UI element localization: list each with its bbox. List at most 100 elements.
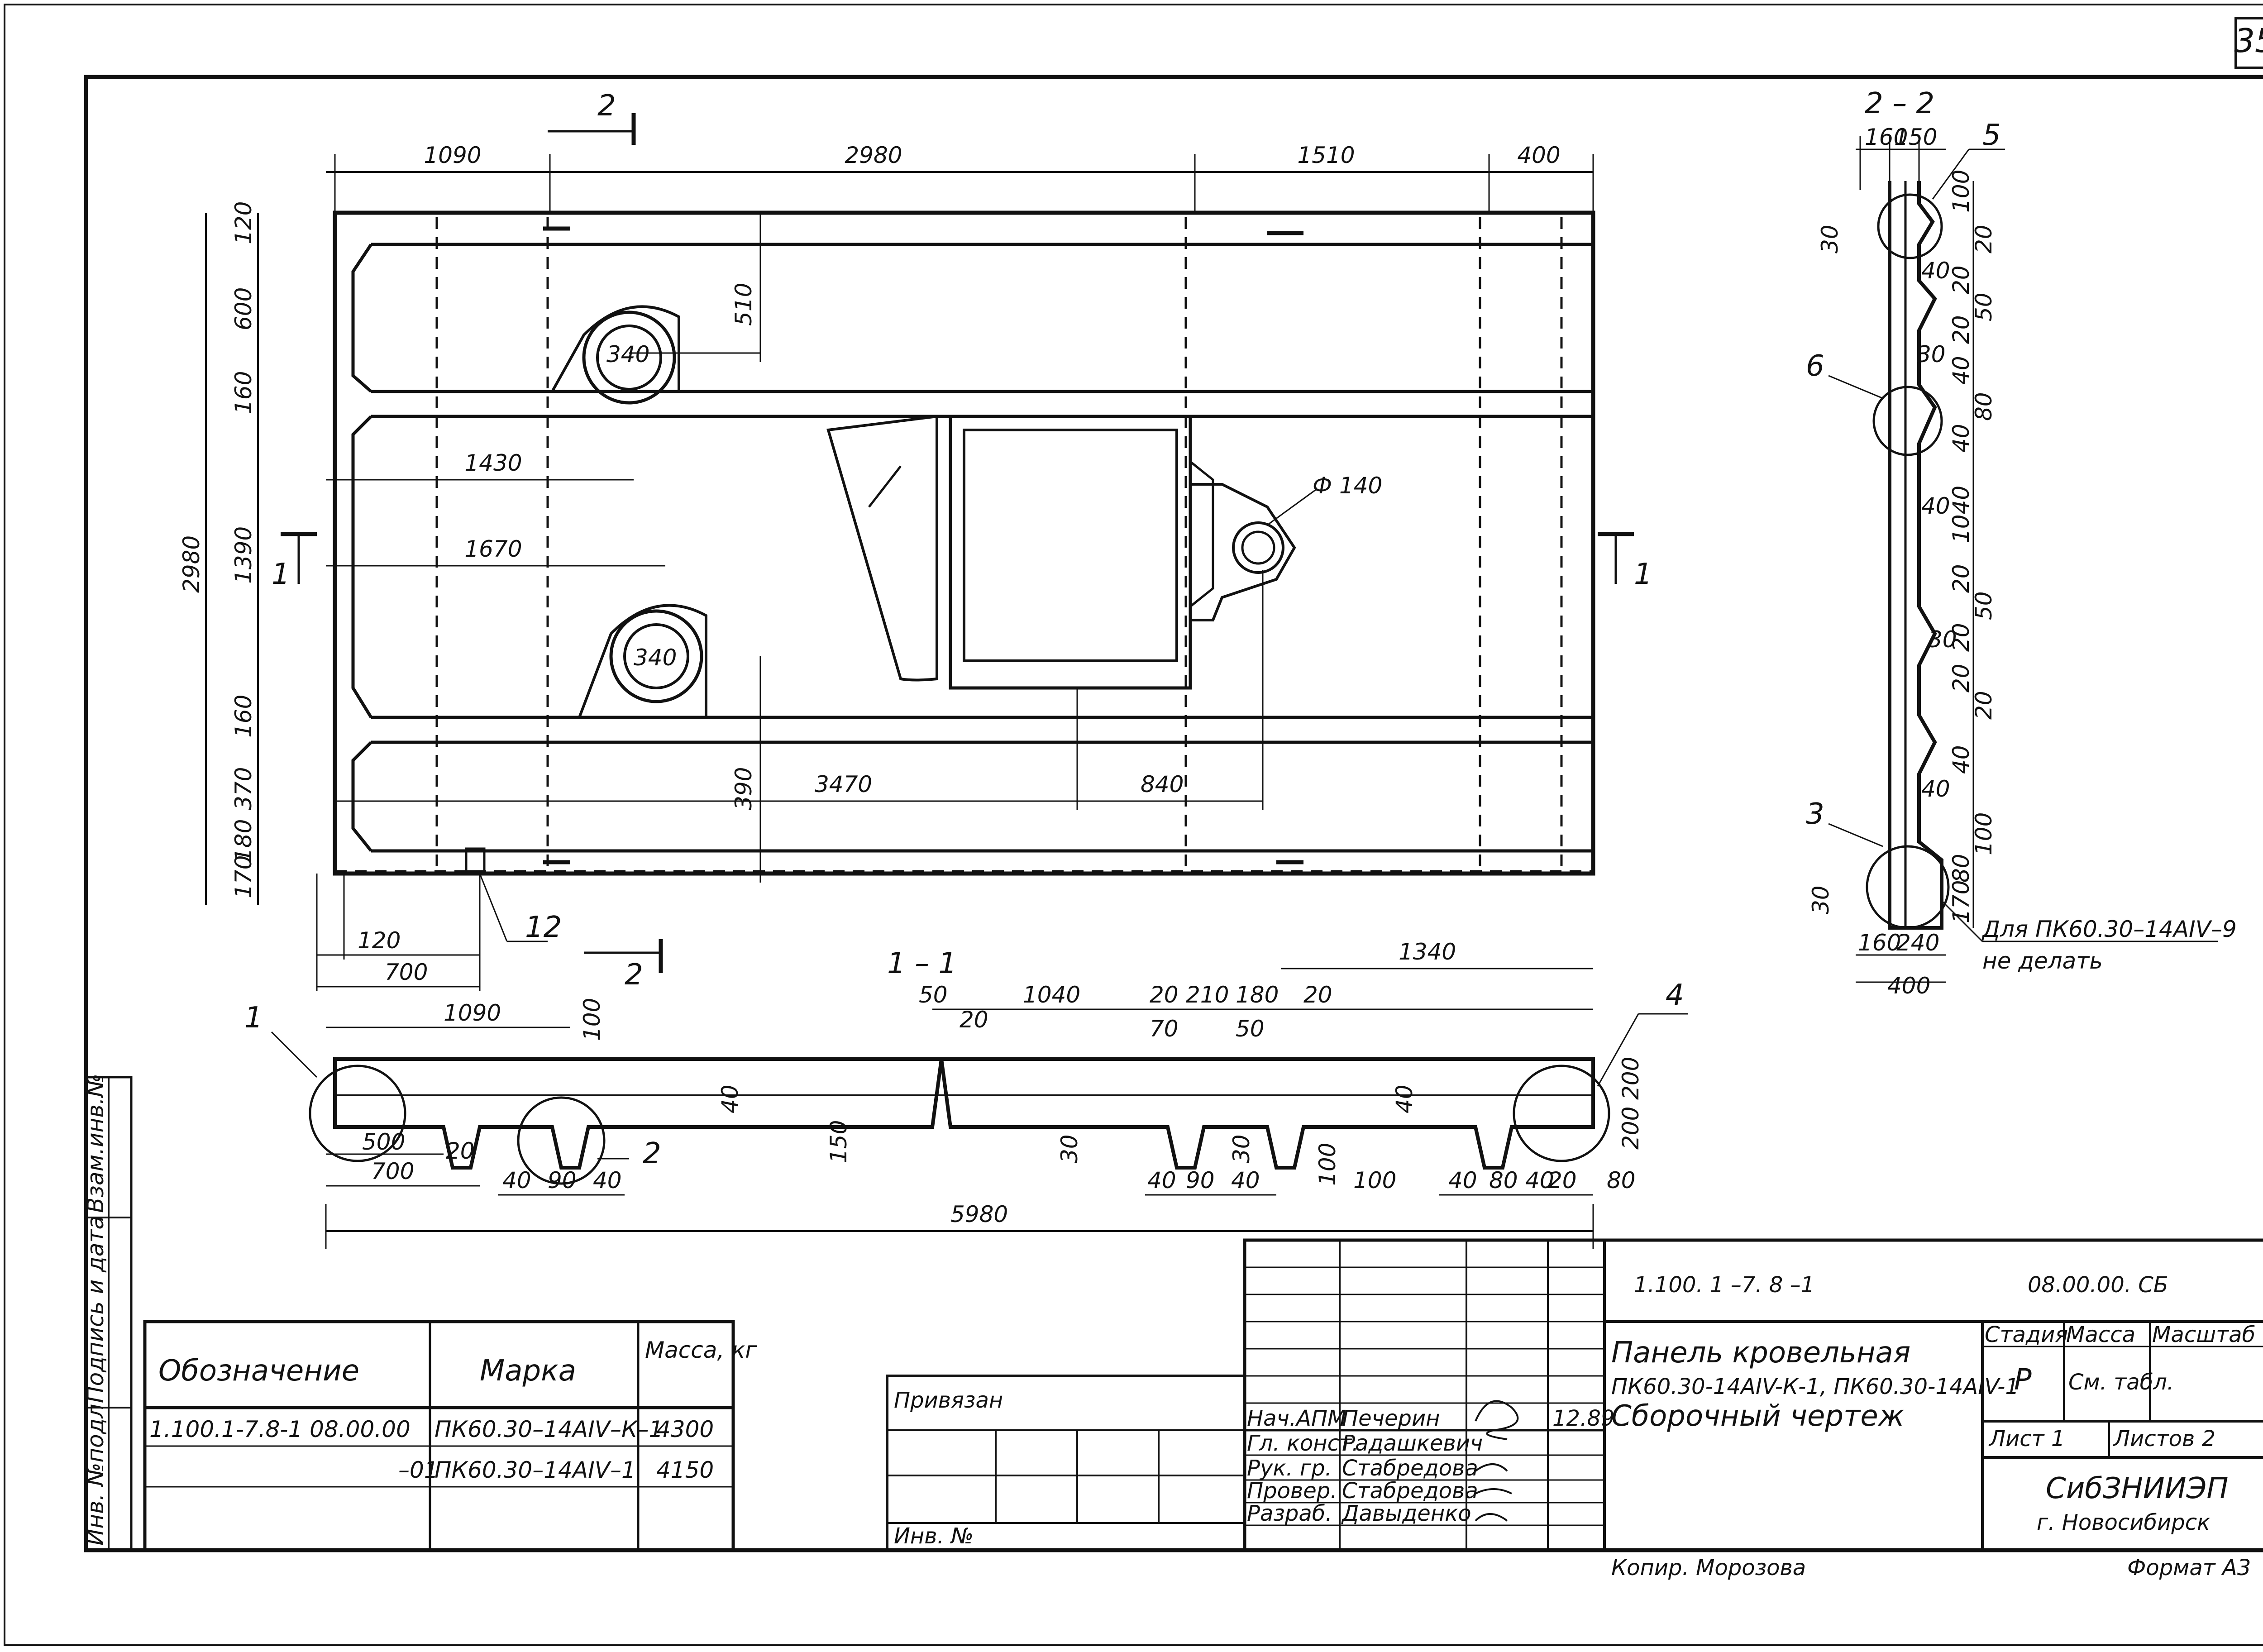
s11-bot-20a: 20 bbox=[446, 1138, 475, 1164]
plan-left-180: 180 bbox=[230, 819, 257, 862]
tb-doc-code: 1.100. 1 –7. 8 –1 bbox=[1634, 1272, 1814, 1298]
tb-role-4: Провер. bbox=[1247, 1478, 1337, 1504]
s11-bot-90a: 90 bbox=[548, 1167, 577, 1194]
s22-side-50a: 50 bbox=[1971, 292, 1997, 321]
binding-box: Привязан Инв. № bbox=[886, 1375, 1246, 1552]
section-mark-1-right: 1 bbox=[1634, 558, 1652, 591]
s11-bot-80a: 80 bbox=[1489, 1167, 1518, 1194]
tb-role-1: Нач.АПМ bbox=[1247, 1406, 1346, 1431]
s11-bot-40a: 40 bbox=[502, 1167, 531, 1194]
footer-copied: Копир. Морозова bbox=[1611, 1555, 1806, 1580]
tb-role-5: Разраб. bbox=[1247, 1501, 1332, 1526]
spec-row2-designation: –01 bbox=[398, 1457, 439, 1483]
tb-title-2: ПК60.30-14АIV-К-1, ПК60.30-14АIV-1 bbox=[1611, 1374, 2019, 1399]
s22-side-20c: 20 bbox=[1948, 315, 1974, 344]
tb-mass-header: Масса bbox=[2066, 1322, 2135, 1347]
plan-view: 1090 2980 1510 400 120 600 160 1390 160 … bbox=[178, 89, 1652, 992]
title-block: Нач.АПМ Гл. конст. Рук. гр. Провер. Разр… bbox=[1243, 1238, 2263, 1552]
tb-name-3: Стабредова bbox=[1342, 1456, 1478, 1481]
s11-bot-100: 100 bbox=[1353, 1167, 1396, 1194]
spec-row2-mass: 4150 bbox=[656, 1457, 714, 1483]
s11-bot-90b: 90 bbox=[1186, 1167, 1215, 1194]
s11-top-1340: 1340 bbox=[1399, 939, 1456, 965]
tb-date: 12.89 bbox=[1552, 1406, 1614, 1431]
s11-callout-2: 2 bbox=[643, 1137, 661, 1170]
signature-scribble bbox=[1475, 1400, 1519, 1522]
plan-dim-3470: 3470 bbox=[815, 771, 872, 797]
s11-overall-5980: 5980 bbox=[950, 1201, 1008, 1227]
s22-top-150: 150 bbox=[1894, 124, 1937, 150]
section-1-1-title: 1 – 1 bbox=[887, 947, 957, 980]
s22-side-40a: 40 bbox=[1948, 356, 1974, 385]
s11-mid-100: 100 bbox=[1314, 1143, 1341, 1186]
s22-bottom-240: 240 bbox=[1896, 930, 1939, 956]
s22-bottom-400: 400 bbox=[1887, 973, 1930, 999]
section-2-2-title: 2 – 2 bbox=[1865, 87, 1934, 120]
plan-dim-120: 120 bbox=[358, 927, 401, 954]
spec-row1-mark: ПК60.30–14АIV–К–1 bbox=[434, 1416, 663, 1442]
section-mark-1-left: 1 bbox=[272, 558, 290, 591]
plan-left-170: 170 bbox=[230, 855, 257, 898]
s11-callout-4: 4 bbox=[1666, 979, 1684, 1012]
s22-side-20e: 20 bbox=[1948, 623, 1974, 652]
s11-mid-200a: 200 bbox=[1618, 1057, 1644, 1100]
s11-top-50b: 50 bbox=[1236, 1016, 1265, 1042]
outer-border bbox=[4, 4, 2263, 1646]
section-1-1: 1 – 1 1090 100 50 20 1040 20 210 180 20 … bbox=[244, 939, 1688, 1249]
s11-mid-200b: 200 bbox=[1618, 1107, 1644, 1150]
s22-top-160: 160 bbox=[1865, 124, 1908, 150]
tb-role-2: Гл. конст. bbox=[1247, 1431, 1359, 1456]
s11-bot-20b: 20 bbox=[1548, 1167, 1577, 1194]
s11-top-210: 210 bbox=[1186, 982, 1229, 1008]
s22-side-20f: 20 bbox=[1948, 664, 1974, 692]
s22-left-30d: 30 bbox=[1808, 885, 1834, 914]
plan-left-160b: 160 bbox=[230, 695, 257, 738]
plan-dim-390: 390 bbox=[730, 767, 757, 810]
s11-mid-150: 150 bbox=[826, 1120, 852, 1163]
plan-dim-2980: 2980 bbox=[845, 142, 902, 168]
s22-side-80: 80 bbox=[1971, 392, 1997, 421]
s22-side-20g: 20 bbox=[1971, 691, 1997, 720]
s11-bot-40b: 40 bbox=[593, 1167, 622, 1194]
tb-sheet: Лист 1 bbox=[1988, 1426, 2065, 1451]
s22-side-20a: 20 bbox=[1971, 224, 1997, 253]
section-2-2: 2 – 2 160 150 100 20 20 50 20 40 80 40 1… bbox=[1806, 87, 2237, 999]
s11-top-1090: 1090 bbox=[444, 1000, 501, 1026]
s22-side-20b: 20 bbox=[1948, 265, 1974, 294]
s11-top-70: 70 bbox=[1150, 1016, 1179, 1042]
s11-top-100: 100 bbox=[579, 998, 605, 1041]
plan-dim-400: 400 bbox=[1517, 142, 1560, 168]
tb-title-1: Панель кровельная bbox=[1611, 1336, 1910, 1370]
plan-dim-340a: 340 bbox=[606, 341, 649, 368]
spec-header-designation: Обозначение bbox=[158, 1354, 359, 1388]
s22-side-40b: 40 bbox=[1948, 424, 1974, 453]
spec-header-mass: Масса, кг bbox=[645, 1337, 757, 1363]
s11-bot-40c: 40 bbox=[1147, 1167, 1176, 1194]
sheet-number-box bbox=[2234, 17, 2263, 69]
plan-dim-1510: 1510 bbox=[1297, 142, 1355, 168]
strip-inv-label: Инв. №подл. bbox=[82, 1397, 109, 1546]
tb-name-4: Стабредова bbox=[1342, 1478, 1478, 1504]
plan-dim-1430: 1430 bbox=[464, 450, 522, 476]
tb-scale-header: Масштаб bbox=[2152, 1322, 2255, 1347]
tb-sheets: Листов 2 bbox=[2113, 1426, 2215, 1451]
s22-side-100: 100 bbox=[1948, 170, 1974, 213]
s22-side-80b: 80 bbox=[1948, 854, 1974, 883]
s22-left-40c: 40 bbox=[1921, 776, 1950, 802]
spec-header-mark: Марка bbox=[480, 1354, 576, 1388]
s22-side-40c: 40 bbox=[1948, 745, 1974, 774]
tb-role-3: Рук. гр. bbox=[1247, 1456, 1332, 1481]
tb-stage: Р bbox=[2014, 1363, 2032, 1397]
plan-left-1390: 1390 bbox=[230, 526, 257, 584]
spec-table: Обозначение Марка Масса, кг 1.100.1-7.8-… bbox=[143, 1320, 757, 1552]
s11-bot-40e: 40 bbox=[1448, 1167, 1477, 1194]
s11-bot-80b: 80 bbox=[1607, 1167, 1636, 1194]
tb-title-3: Сборочный чертеж bbox=[1611, 1399, 1905, 1433]
plan-left-160a: 160 bbox=[230, 371, 257, 414]
plan-dim-1670: 1670 bbox=[464, 536, 522, 562]
s22-note-line2: не делать bbox=[1982, 948, 2103, 974]
s22-bottom-160: 160 bbox=[1858, 930, 1901, 956]
tb-org-2: г. Новосибирск bbox=[2037, 1510, 2210, 1535]
s22-callout-3: 3 bbox=[1806, 797, 1824, 831]
spec-row1-designation: 1.100.1-7.8-1 08.00.00 bbox=[149, 1416, 411, 1442]
